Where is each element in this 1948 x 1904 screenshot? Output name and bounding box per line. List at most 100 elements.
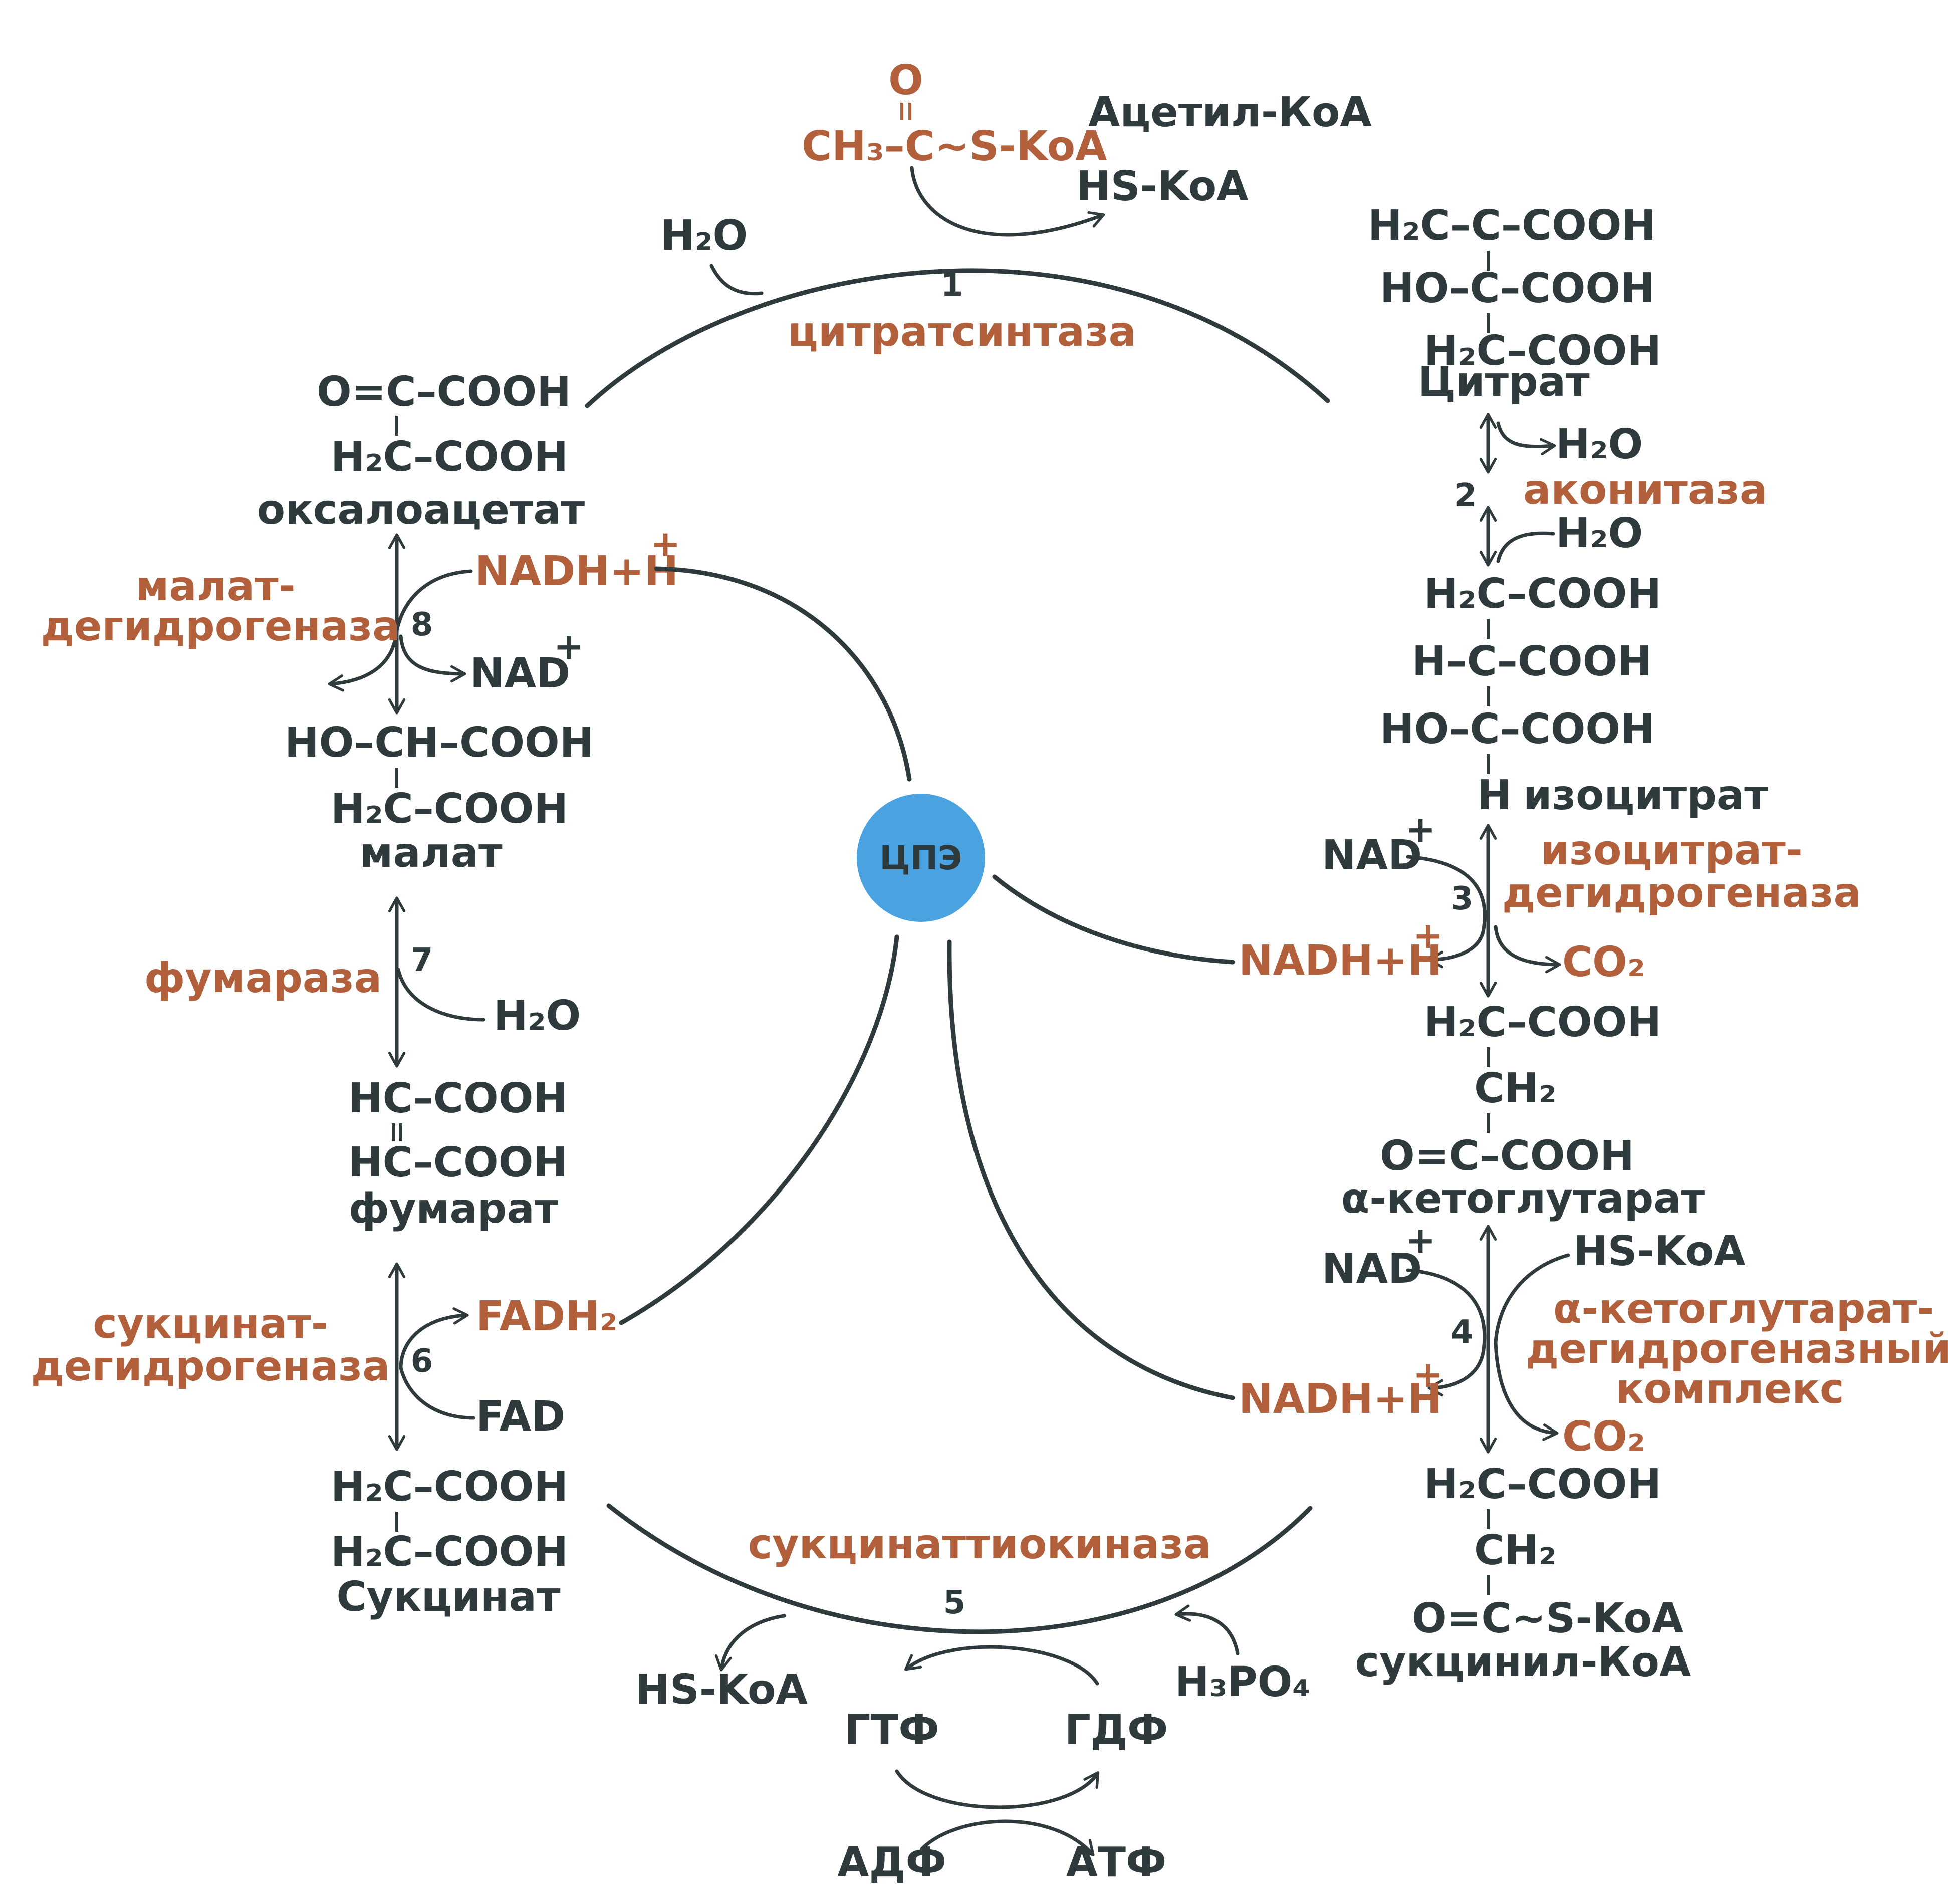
step5-h3po4: H₃PO₄ [1175, 1658, 1310, 1706]
step4-hskoa: HS-KoA [1573, 1228, 1746, 1275]
gdp-to-gtp-arrow [904, 1645, 1099, 1686]
step8-nad-plus: + [554, 625, 584, 667]
step8-nadh-plus: + [650, 523, 680, 565]
akg-name: α-кетоглутарат [1341, 1175, 1706, 1223]
step3-co2: CO₂ [1562, 938, 1645, 986]
malate-line1: HO–CH–COOH [285, 719, 594, 767]
succinate: H₂C–COOH H₂C–COOH Сукцинат [331, 1463, 568, 1621]
step6-enzyme-line2: дегидрогеназа [31, 1343, 390, 1390]
acetyl-carbonyl-o: O [888, 57, 923, 104]
step8-number: 8 [411, 606, 433, 643]
step4-nadh-plus: + [1413, 1353, 1443, 1395]
step4-enzyme-line3: комплекс [1616, 1365, 1844, 1413]
etc-label: ЦПЭ [880, 839, 962, 877]
citrate-line3: H₂C–COOH [1424, 327, 1661, 375]
step6-enzyme-line1: сукцинат- [93, 1300, 328, 1348]
acetyl-coa-formula: CH₃–C~S-KoA [802, 123, 1107, 170]
oxaloacetate-name: оксалоацетат [257, 486, 585, 534]
step1-arrow [585, 268, 1330, 408]
fumarate: HC–COOH HC–COOH фумарат [348, 1075, 568, 1233]
step8-nadh-side-arrow [328, 569, 473, 692]
etc-circle [857, 794, 985, 922]
step8-enzyme-line2: дегидрогеназа [41, 603, 400, 650]
akg-line2: CH₂ [1474, 1065, 1557, 1112]
step7-enzyme: фумараза [144, 955, 382, 1002]
step6-number: 6 [411, 1343, 433, 1380]
isocitrate: H₂C–COOH H–C–COOH HO–C–COOH H изоцитрат [1380, 570, 1768, 819]
step4-enzyme-line2: дегидрогеназный [1526, 1325, 1948, 1373]
gtp-to-gdp-arrow [895, 1769, 1100, 1809]
succinylcoa-line2: CH₂ [1474, 1527, 1557, 1574]
hs-koa-product-1: HS-KoA [1076, 163, 1249, 210]
step3-nadh-plus: + [1413, 914, 1443, 957]
citrate-line2: HO–C–COOH [1380, 265, 1655, 312]
succinate-line2: H₂C–COOH [331, 1528, 568, 1576]
step8-nad: NAD [470, 650, 570, 697]
step6-fadh2: FADH₂ [476, 1293, 618, 1340]
step7-water: H₂O [494, 992, 581, 1040]
malate-name: малат [359, 829, 503, 877]
alpha-ketoglutarate: H₂C–COOH CH₂ O=C–COOH α-кетоглутарат [1341, 999, 1706, 1223]
water-reactant-1: H₂O [660, 212, 748, 260]
step3-nadh: NADH+H [1239, 937, 1442, 985]
step4-hskoa-arrow [1494, 1253, 1570, 1441]
akg-line3: O=C–COOH [1380, 1132, 1634, 1180]
step5-phosphate-arrow [1174, 1604, 1240, 1655]
step6-fad-arrow [399, 1307, 475, 1420]
step8-enzyme-line1: малат- [135, 563, 295, 610]
oxaloacetate-line1: O=C–COOH [317, 368, 571, 416]
step4-nadh: NADH+H [1239, 1375, 1442, 1423]
isocitrate-line1: H₂C–COOH [1424, 570, 1661, 618]
acetyl-coa-name: Ацетил-КоА [1088, 89, 1372, 136]
fumarate-name: фумарат [349, 1185, 559, 1233]
step8-nad-arrow [399, 634, 466, 683]
step3-nad-plus: + [1405, 808, 1435, 850]
citrate-line1: H₂C–C–COOH [1368, 202, 1656, 250]
step6-fad: FAD [476, 1393, 565, 1441]
step2-enzyme: аконитаза [1523, 466, 1767, 514]
step4-number: 4 [1451, 1314, 1474, 1351]
succinylcoa-line1: H₂C–COOH [1424, 1461, 1661, 1508]
isocitrate-name: изоцитрат [1523, 772, 1768, 819]
step1-enzyme: цитратсинтаза [788, 308, 1136, 356]
succinylcoa-line3: O=C~S-KoA [1412, 1595, 1684, 1642]
step5-arrow [606, 1503, 1313, 1634]
step1-number: 1 [941, 267, 963, 304]
oxaloacetate: O=C–COOH H₂C–COOH оксалоацетат [257, 368, 585, 534]
akg-nadh-to-etc-arrow [947, 939, 1235, 1400]
fumarate-line1: HC–COOH [348, 1075, 568, 1122]
adp-to-atp-arrow [920, 1819, 1095, 1856]
malate-line2: H₂C–COOH [331, 785, 568, 833]
step3-nad: NAD [1322, 832, 1422, 879]
step4-nad-arrow [1406, 1268, 1487, 1397]
fumarate-line2: HC–COOH [348, 1139, 568, 1186]
succinate-line1: H₂C–COOH [331, 1463, 568, 1511]
isocitrate-line3: HO–C–COOH [1380, 705, 1655, 753]
step5-gdf: ГДФ [1065, 1706, 1168, 1754]
step3-nad-arrow [1406, 855, 1487, 969]
isocitrate-h: H [1477, 772, 1512, 819]
malate: HO–CH–COOH H₂C–COOH малат [285, 719, 594, 877]
step3-enzyme-line2: дегидрогеназа [1502, 869, 1861, 917]
step3-co2-arrow [1494, 925, 1561, 974]
acetyl-coa: O CH₃–C~S-KoA Ацетил-КоА HS-KoA H₂O [660, 57, 1372, 260]
step5-adf: АДФ [837, 1839, 946, 1886]
step2-water-out: H₂O [1556, 421, 1643, 468]
step4-co2: CO₂ [1562, 1413, 1645, 1461]
step3-number: 3 [1451, 880, 1474, 917]
citrate: H₂C–C–COOH HO–C–COOH H₂C–COOH Цитрат [1368, 202, 1661, 406]
step4-nad-plus: + [1405, 1219, 1435, 1261]
step5-enzyme: сукцинаттиокиназа [748, 1521, 1211, 1568]
akg-line1: H₂C–COOH [1424, 999, 1661, 1046]
step5-hskoa-arrow [714, 1614, 786, 1672]
malate-nadh-to-etc-arrow [654, 566, 912, 782]
oxaloacetate-line2: H₂C–COOH [331, 433, 568, 481]
step5-number: 5 [943, 1584, 966, 1621]
step5-gtf: ГТФ [844, 1706, 939, 1754]
step5-atf: АТФ [1066, 1839, 1167, 1886]
step2-number: 2 [1454, 477, 1477, 514]
isocitrate-line2: H–C–COOH [1412, 638, 1652, 685]
water-out-arrow-2 [1496, 421, 1556, 456]
